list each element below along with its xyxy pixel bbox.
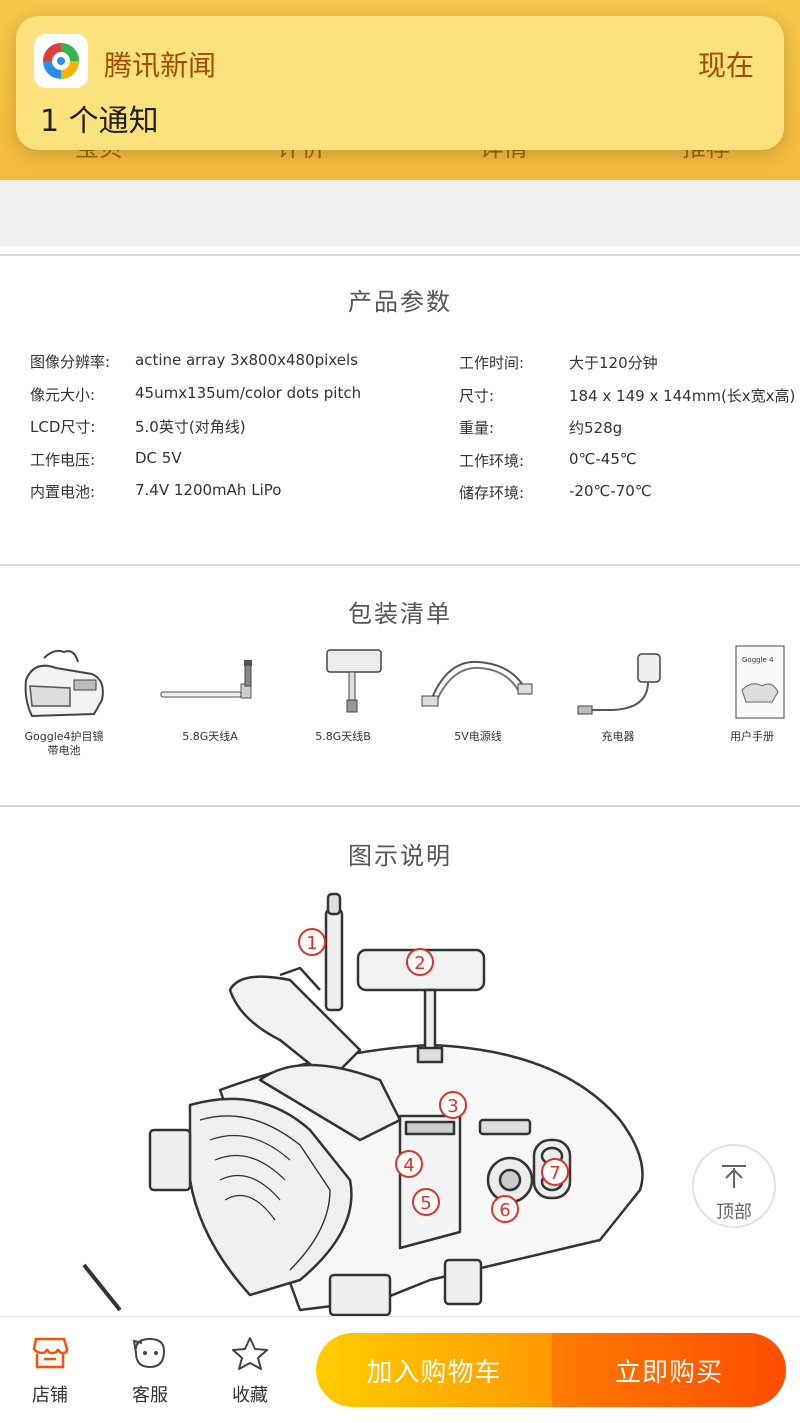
manual-icon: Goggle 4 [735, 645, 785, 719]
param-value: -20℃-70℃ [569, 482, 652, 500]
divider [0, 564, 800, 566]
diagram-marker-number: 6 [499, 1200, 510, 1221]
antenna-b-icon [326, 649, 382, 713]
notification-banner[interactable]: 腾讯新闻 现在 1 个通知 [16, 16, 784, 150]
diagram-marker-6: 6 [491, 1195, 519, 1223]
diagram-marker-number: 3 [447, 1096, 458, 1117]
param-value: 184 x 149 x 144mm(长x宽x高) [569, 387, 796, 405]
package-item-antenna-b: 5.8G天线B [283, 640, 403, 743]
package-item-label: 用户手册 [730, 730, 774, 743]
param-label: 工作电压: [30, 451, 96, 469]
package-item-usb-cable: 5V电源线 [418, 640, 538, 743]
arrow-up-icon [722, 1165, 746, 1188]
package-title: 包装清单 [348, 600, 452, 628]
package-item-goggle: Goggle4护目镜 带电池 [4, 640, 124, 757]
diagram-marker-2: 2 [406, 948, 434, 976]
param-value: 5.0英寸(对角线) [135, 418, 246, 436]
manual-cover-text: Goggle 4 [742, 656, 774, 664]
store-icon [32, 1337, 69, 1369]
param-value: 7.4V 1200mAh LiPo [135, 481, 282, 499]
param-label: 工作环境: [459, 452, 525, 470]
param-value: 45umx135um/color dots pitch [135, 384, 362, 402]
params-title: 产品参数 [348, 288, 452, 316]
package-item-label: 5.8G天线B [315, 730, 371, 743]
divider [0, 805, 800, 807]
param-label: 重量: [459, 419, 495, 437]
package-item-label-text: Goggle4护目镜 带电池 [24, 730, 104, 757]
store-button[interactable]: 店铺 [10, 1335, 90, 1407]
buy-now-button[interactable]: 立即购买 [552, 1333, 786, 1407]
diagram-marker-5: 5 [412, 1188, 440, 1216]
divider-band [0, 180, 800, 246]
param-value: DC 5V [135, 449, 182, 467]
favorite-button[interactable]: 收藏 [210, 1335, 290, 1407]
back-to-top-label: 顶部 [716, 1202, 752, 1223]
diagram-marker-number: 2 [414, 953, 425, 974]
diagram-marker-3: 3 [439, 1091, 467, 1119]
bottom-action-bar: 店铺 客服 收藏 加入购物车 立即购买 [0, 1316, 800, 1423]
diagram-marker-number: 4 [403, 1155, 414, 1176]
star-icon [232, 1337, 268, 1370]
favorite-label: 收藏 [232, 1385, 268, 1406]
usb-cable-icon [421, 660, 533, 707]
divider [0, 254, 800, 256]
param-label: 图像分辨率: [30, 353, 111, 371]
diagram-marker-7: 7 [541, 1158, 569, 1186]
param-label: 内置电池: [30, 483, 96, 501]
service-icon [132, 1337, 166, 1369]
notification-app-name: 腾讯新闻 [104, 49, 217, 82]
store-label: 店铺 [32, 1385, 68, 1406]
service-button[interactable]: 客服 [110, 1335, 190, 1407]
service-label: 客服 [132, 1385, 168, 1406]
notification-time: 现在 [697, 49, 754, 82]
param-label: 工作时间: [459, 354, 525, 372]
package-item-label: Goggle4护目镜 带电池 [4, 730, 124, 758]
goggle-icon [24, 649, 104, 718]
param-value: 大于120分钟 [569, 354, 658, 372]
diagram-marker-4: 4 [395, 1150, 423, 1178]
diagram-marker-number: 7 [549, 1163, 560, 1184]
notification-message: 1 个通知 [40, 104, 159, 139]
param-value: 约528g [569, 419, 623, 437]
package-item-label: 5.8G天线A [182, 730, 238, 743]
back-to-top-button[interactable]: 顶部 [692, 1144, 776, 1228]
charger-icon [577, 653, 661, 715]
param-value: actine array 3x800x480pixels [135, 351, 358, 369]
package-item-label: 5V电源线 [454, 730, 502, 743]
diagram-marker-1: 1 [298, 928, 326, 956]
goggle-diagram: 1 2 3 4 5 6 7 [0, 880, 800, 1320]
add-to-cart-button[interactable]: 加入购物车 [316, 1333, 552, 1407]
param-label: 储存环境: [459, 484, 525, 502]
param-label: 尺寸: [459, 387, 495, 405]
param-label: LCD尺寸: [30, 418, 96, 436]
package-item-label: 充电器 [601, 730, 635, 743]
diagram-marker-number: 5 [420, 1193, 431, 1214]
param-value: 0℃-45℃ [569, 450, 637, 468]
package-item-manual: Goggle 4 用户手册 [692, 640, 800, 743]
package-item-charger: 充电器 [558, 640, 678, 743]
tencent-news-icon [34, 34, 88, 88]
package-item-antenna-a: 5.8G天线A [150, 640, 270, 743]
diagram-marker-number: 1 [306, 933, 317, 954]
diagram-title: 图示说明 [348, 842, 452, 870]
param-label: 像元大小: [30, 386, 96, 404]
antenna-a-icon [160, 660, 252, 699]
